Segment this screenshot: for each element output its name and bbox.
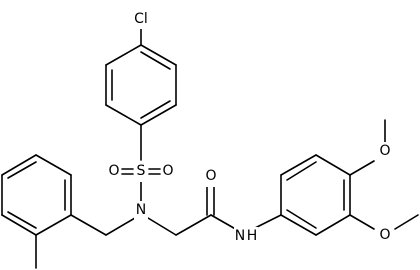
bond-ch2-carbonyl <box>175 214 212 236</box>
bond-ring-methoxy-oxygen-lower <box>349 214 375 230</box>
atom-label-carbonyl-oxygen: O <box>204 167 218 187</box>
nitrogen-label: N <box>136 202 146 218</box>
bond-nitrogen-ch2 <box>147 217 177 236</box>
bond-nitrogen-benzyl-ch2 <box>105 217 136 236</box>
inner-double-bond <box>140 100 171 119</box>
atom-label-methoxy-oxygen-lower: O <box>378 226 392 246</box>
bond <box>1 154 37 176</box>
chlorophenyl-ring <box>105 44 177 126</box>
bond <box>315 154 351 176</box>
atom-label-sulfonyl-oxygen-right: O <box>161 162 175 182</box>
atom-label-methoxy-oxygen-upper: O <box>378 142 392 162</box>
bond <box>280 214 317 236</box>
bond <box>280 154 317 176</box>
inner-double-bond <box>286 161 317 181</box>
bond-benzyl-ch2-ring <box>70 214 107 236</box>
inner-double-bond <box>286 209 317 229</box>
bond <box>35 154 72 176</box>
oxygen-label: O <box>162 163 173 179</box>
bond-nitrogen-ring <box>254 214 282 229</box>
bond-ring-methoxy-oxygen-upper <box>349 160 375 176</box>
oxygen-label: O <box>379 227 390 243</box>
bond <box>35 214 72 236</box>
oxygen-label: O <box>379 143 390 159</box>
atom-label-amide-nh: N H <box>234 227 258 247</box>
bond-methoxy-oxygen-methyl-lower <box>394 214 419 230</box>
atom-label-sulfonyl-oxygen-left: O <box>107 162 121 182</box>
oxygen-label: O <box>108 163 119 179</box>
inner-double-bond <box>7 211 37 229</box>
chlorine-label: Cl <box>134 11 148 27</box>
bond <box>105 104 142 126</box>
nitrogen-label: N <box>235 228 245 244</box>
atom-label-sulfur: S <box>134 162 148 182</box>
hydrogen-label: H <box>247 228 258 244</box>
atom-label-chlorine: Cl <box>130 9 152 29</box>
inner-double-bond <box>140 51 171 70</box>
sulfur-label: S <box>137 163 146 179</box>
bond <box>140 44 177 66</box>
oxygen-label: O <box>205 168 216 184</box>
inner-double-bond <box>7 161 37 179</box>
bond <box>315 214 351 236</box>
bond <box>140 104 177 126</box>
atom-label-sulfonamide-nitrogen: N <box>134 201 148 221</box>
bond <box>1 214 37 236</box>
methylphenyl-ring <box>1 154 72 236</box>
bond <box>105 44 142 66</box>
dimethoxyphenyl-ring <box>280 154 351 236</box>
